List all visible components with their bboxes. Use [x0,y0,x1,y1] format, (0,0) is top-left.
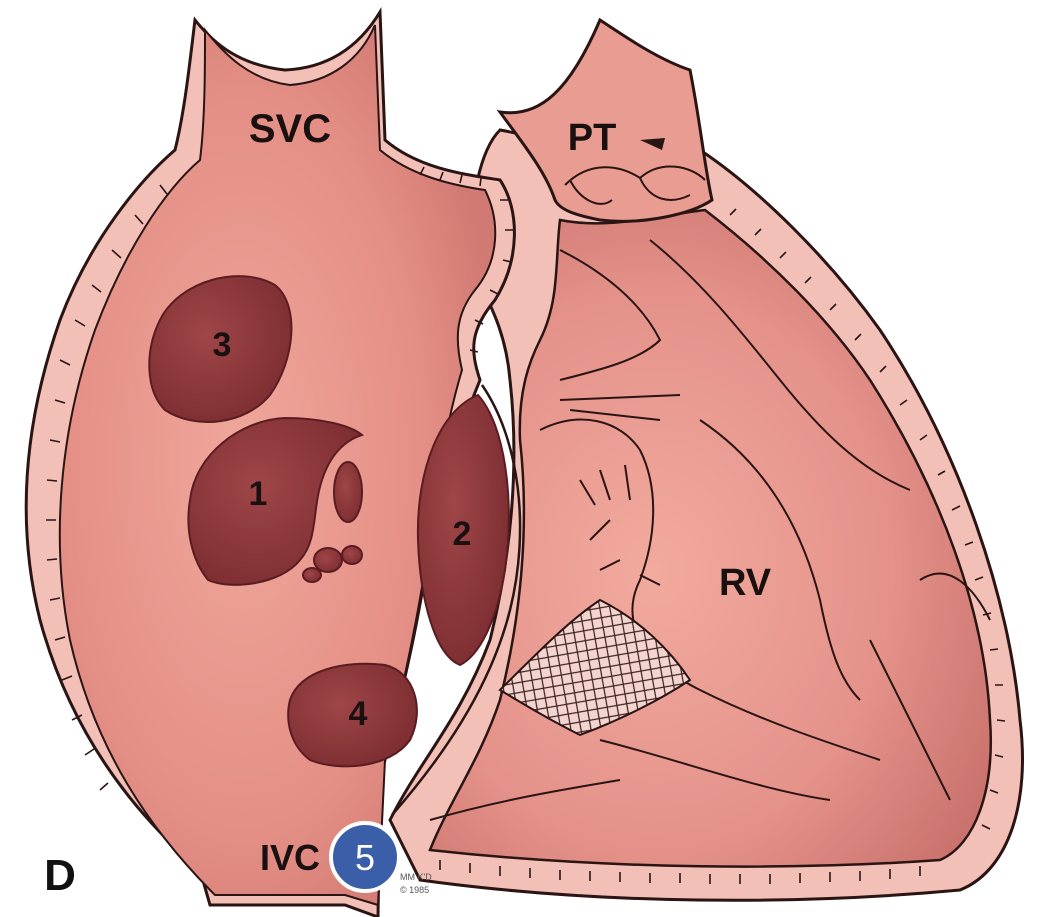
defect-1-satellite-b [314,548,342,572]
defect-4: 4 [288,664,417,767]
defect-1-satellite-d [303,568,321,582]
pt-label: PT [568,117,617,159]
defect-1-satellite-a [334,462,362,522]
callout-badge-5: 5 [331,823,399,891]
callout-badge-number: 5 [355,837,375,878]
svc-label: SVC [249,107,331,151]
panel-letter: D [44,851,76,900]
defect-1-satellite-c [342,546,362,564]
defect-2-label: 2 [453,515,472,553]
ivc-label: IVC [260,837,320,878]
rv-label: RV [719,562,772,604]
copyright-line-2: © 1985 [400,885,429,895]
defect-4-label: 4 [349,695,368,733]
defect-3-label: 3 [213,326,232,364]
copyright-line-1: MM K'D [400,872,432,882]
defect-1-label: 1 [249,475,268,513]
